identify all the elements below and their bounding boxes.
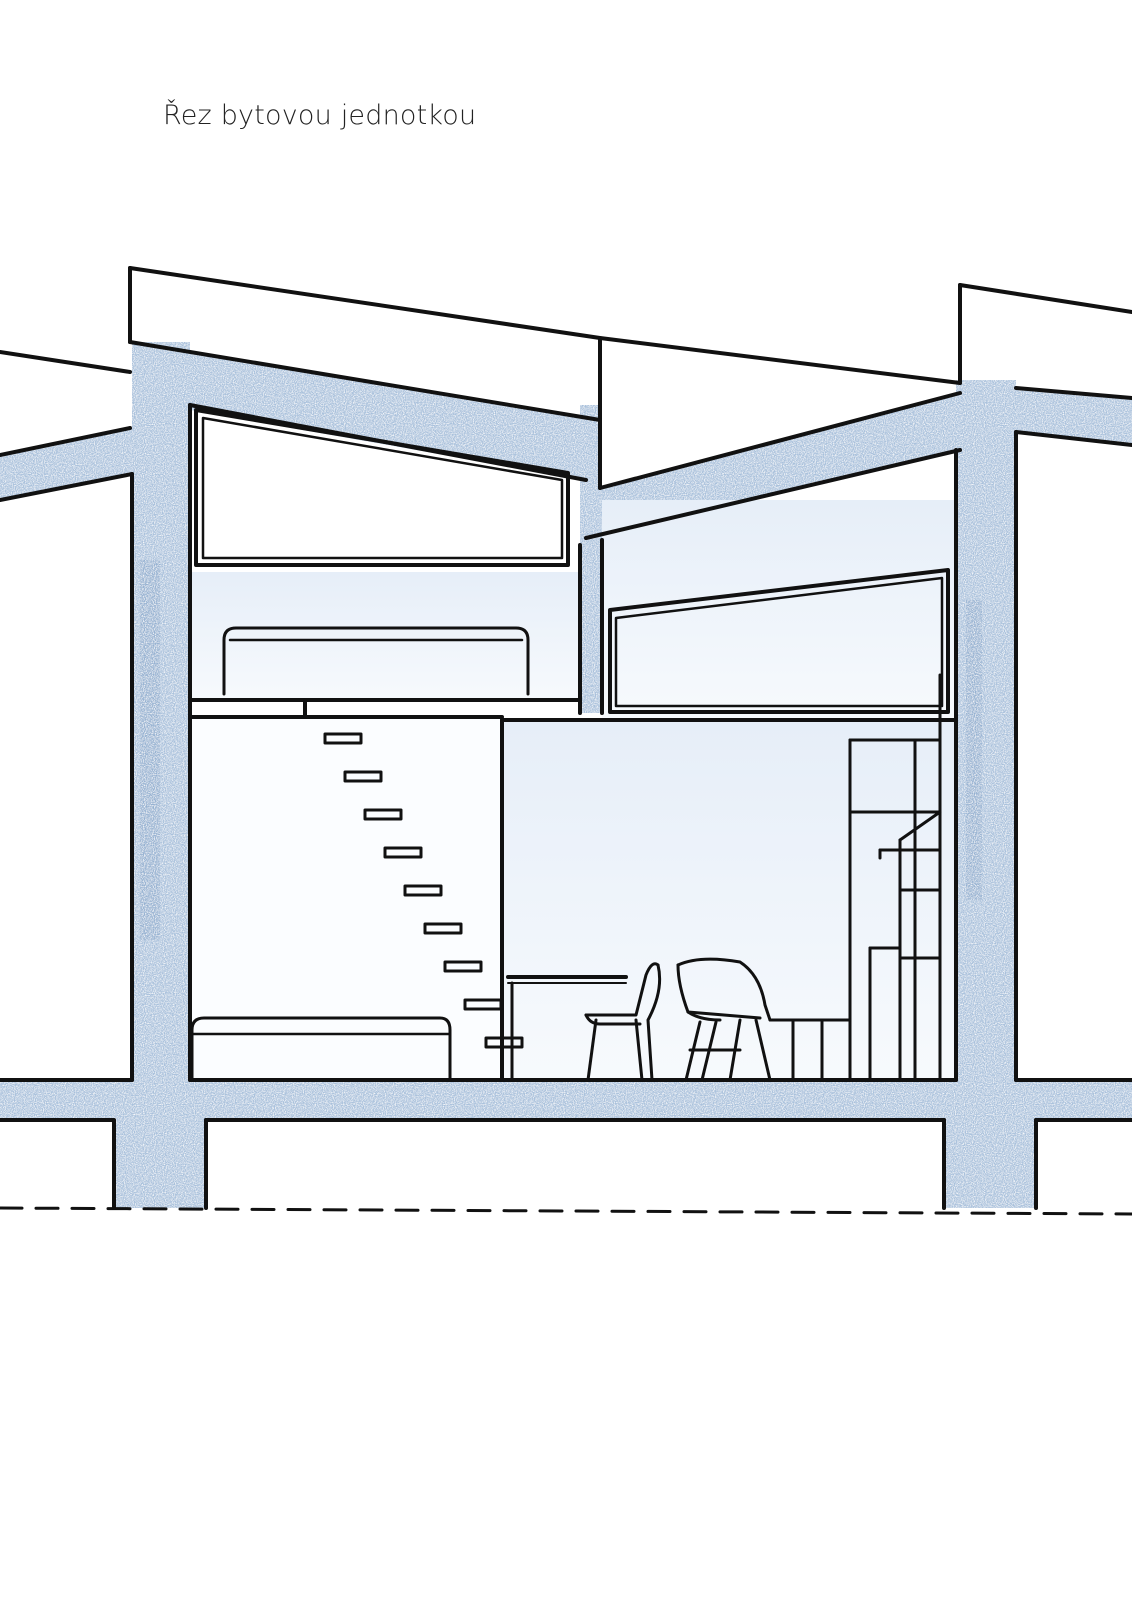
stair-treads: [323, 732, 524, 1049]
kitchen-cabinets: [768, 673, 942, 1082]
concrete-structure: [0, 342, 1132, 1208]
armchair: [676, 957, 772, 1082]
ink-linework: [0, 266, 1132, 1216]
interior-space: [190, 500, 956, 1080]
drawing-title: Řez bytovou jednotkou: [163, 100, 477, 131]
chair: [584, 962, 662, 1082]
